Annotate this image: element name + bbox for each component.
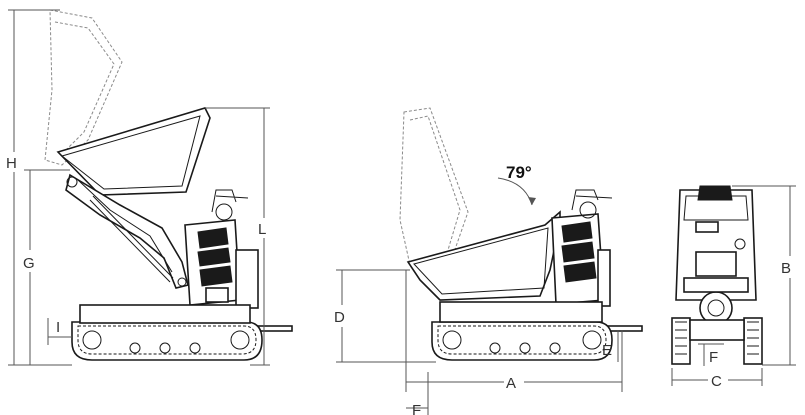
angle-label: 79° xyxy=(506,163,532,182)
label-h: H xyxy=(6,155,17,172)
crawler-track xyxy=(71,321,263,361)
label-i: I xyxy=(56,319,60,336)
right-track xyxy=(743,317,763,365)
crawler-track-2 xyxy=(431,321,613,361)
label-f-side: F xyxy=(412,402,421,415)
side-view-raised xyxy=(44,9,293,361)
dimension-a: A xyxy=(405,270,623,392)
dimension-f-side: F xyxy=(406,372,429,415)
left-track xyxy=(671,317,691,365)
label-c: C xyxy=(711,373,722,390)
dimension-e: E xyxy=(602,330,619,362)
raised-skip-outline xyxy=(44,9,123,166)
dimension-f-front: F xyxy=(698,343,724,366)
label-a: A xyxy=(506,375,516,392)
label-l: L xyxy=(258,221,266,238)
dimension-b: B xyxy=(732,185,800,366)
label-b: B xyxy=(781,260,791,277)
dimension-i: I xyxy=(47,318,72,345)
tipped-skip-outline xyxy=(399,107,469,266)
dimension-d: D xyxy=(333,269,436,363)
label-d: D xyxy=(334,309,345,326)
control-handle xyxy=(211,189,249,213)
dimension-l: L xyxy=(205,107,272,366)
loaded-skip xyxy=(406,210,561,301)
label-f-front: F xyxy=(709,349,718,366)
label-e: E xyxy=(602,342,612,359)
lift-arm xyxy=(65,173,189,289)
label-g: G xyxy=(23,255,35,272)
side-view-lowered xyxy=(399,107,643,361)
tipping-angle: 79° xyxy=(497,163,536,206)
dimension-g: G xyxy=(22,169,70,365)
dimension-h: H xyxy=(4,9,72,366)
front-view xyxy=(671,185,763,365)
tipping-skip xyxy=(56,107,211,196)
dimension-c: C xyxy=(671,368,763,390)
